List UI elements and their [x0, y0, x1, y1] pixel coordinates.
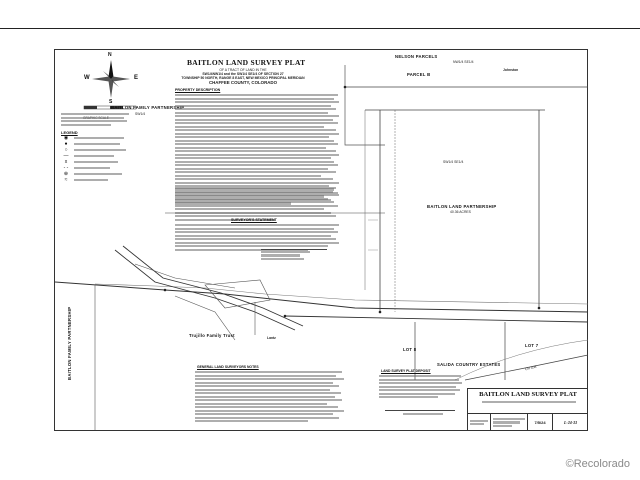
label-baitlon-land-partnership: BAITLON LAND PARTNERSHIP	[427, 204, 497, 209]
found-monument-icon: ◉	[63, 135, 69, 141]
survey-plat-sheet: N W E S GRAPHIC SCALE LEGEND ◉ ● ○ — x -…	[54, 49, 589, 431]
compass-rose-icon	[92, 60, 130, 98]
label-sw-quarter: SW1/4 SE1/4	[443, 160, 464, 164]
surveyors-statement-heading: SURVEYOR'S STATEMENT	[231, 218, 277, 222]
title-block-sheet-number: L-24-33	[563, 420, 578, 425]
plat-title: BAITLON LAND SURVEY PLAT	[187, 58, 306, 67]
deposit-signature-line	[385, 410, 455, 411]
subtitle-line: OF A TRACT OF LAND IN THE	[219, 68, 267, 72]
boundary-line-icon: —	[63, 153, 69, 159]
property-description-text	[175, 93, 341, 206]
label-johnston: Johnston	[503, 68, 519, 72]
plat-linework	[55, 65, 589, 430]
page-top-rule	[0, 28, 640, 29]
title-block-notes-cell	[468, 414, 491, 431]
scale-notes	[61, 112, 133, 127]
label-parcel-b: PARCEL B	[407, 72, 431, 77]
pin-icon: ○	[64, 147, 68, 153]
compass-north-label: N	[108, 52, 112, 58]
legend-item: - -	[61, 165, 139, 171]
title-block-subtext	[482, 400, 576, 405]
compass-west-label: W	[84, 75, 90, 81]
legend-item: x	[61, 159, 139, 165]
legend-item: ○	[61, 147, 139, 153]
set-monument-icon: ●	[64, 141, 68, 147]
legend-item: ◉	[61, 135, 139, 141]
subtitle-line: CHAFFEE COUNTY, COLORADO	[208, 79, 278, 85]
label-baitlon-family-partnership: BAITLON FAMILY PARTNERSHIP	[111, 105, 185, 110]
general-notes-heading: GENERAL LAND SURVEYORS NOTES	[197, 365, 259, 369]
compass-east-label: E	[134, 75, 139, 81]
compass-south-label: S	[109, 99, 113, 105]
power-line-icon: ≈	[64, 177, 68, 183]
subtitle-line: SW1/4NW1/4 and the SW1/4 SE1/4 OF SECTIO…	[202, 72, 284, 77]
surveyor-signature-block	[261, 246, 331, 268]
legend-item: ≈	[61, 177, 139, 183]
label-trujillo-family-trust: Trujillo Family Trust	[189, 333, 235, 338]
title-block-firm-cell	[491, 414, 528, 431]
recolorado-watermark: ©Recolorado	[565, 458, 630, 470]
label-baitlon-acreage: 40.36 ACRES	[450, 210, 471, 214]
label-nelson-parcels: NELSON PARCELS	[395, 54, 438, 59]
property-description-notes	[175, 186, 341, 222]
plat-subtitle: OF A TRACT OF LAND IN THE SW1/4NW1/4 and…	[173, 68, 313, 85]
title-block-date: 7/5/24	[528, 414, 553, 431]
utility-pole-icon: ⊕	[63, 171, 69, 177]
legend-title: LEGEND	[61, 130, 78, 135]
label-salida-country-estates: SALIDA COUNTRY ESTATES	[437, 362, 501, 367]
fence-line-icon: x	[64, 159, 68, 165]
easement-line-icon: - -	[63, 165, 69, 171]
legend: LEGEND ◉ ● ○ — x - - ⊕ ≈	[61, 130, 139, 183]
property-description-heading: PROPERTY DESCRIPTION	[175, 88, 221, 92]
label-lantz: Lantz	[267, 336, 276, 340]
subtitle-line: TOWNSHIP 50 NORTH, RANGE 8 EAST, NEW MEX…	[181, 76, 305, 81]
title-block: BAITLON LAND SURVEY PLAT 7/5/24 L-24-33	[467, 388, 588, 431]
legend-item: ⊕	[61, 171, 139, 177]
label-baitlon-family-vertical: BAITLON FAMILY PARTNERSHIP	[67, 306, 72, 380]
general-notes-text	[195, 370, 345, 424]
deposit-heading: LAND SURVEY PLAT DEPOSIT	[381, 369, 431, 373]
north-arrow: N W E S	[84, 52, 139, 105]
deposit-text	[379, 374, 463, 400]
title-block-name: BAITLON LAND SURVEY PLAT	[479, 391, 577, 398]
label-baitlon-family-sw-quarter: SW1/4	[135, 112, 146, 116]
label-nw-quarter: NW1/4 SE1/4	[453, 60, 474, 64]
label-lot-8: LOT 8	[403, 347, 417, 352]
legend-item: ●	[61, 141, 139, 147]
scale-bar-icon	[83, 105, 137, 110]
label-lot-7: LOT 7	[525, 343, 539, 348]
legend-item: —	[61, 153, 139, 159]
deposit-recorder-line	[403, 412, 443, 417]
surveyors-statement-text	[175, 223, 341, 252]
